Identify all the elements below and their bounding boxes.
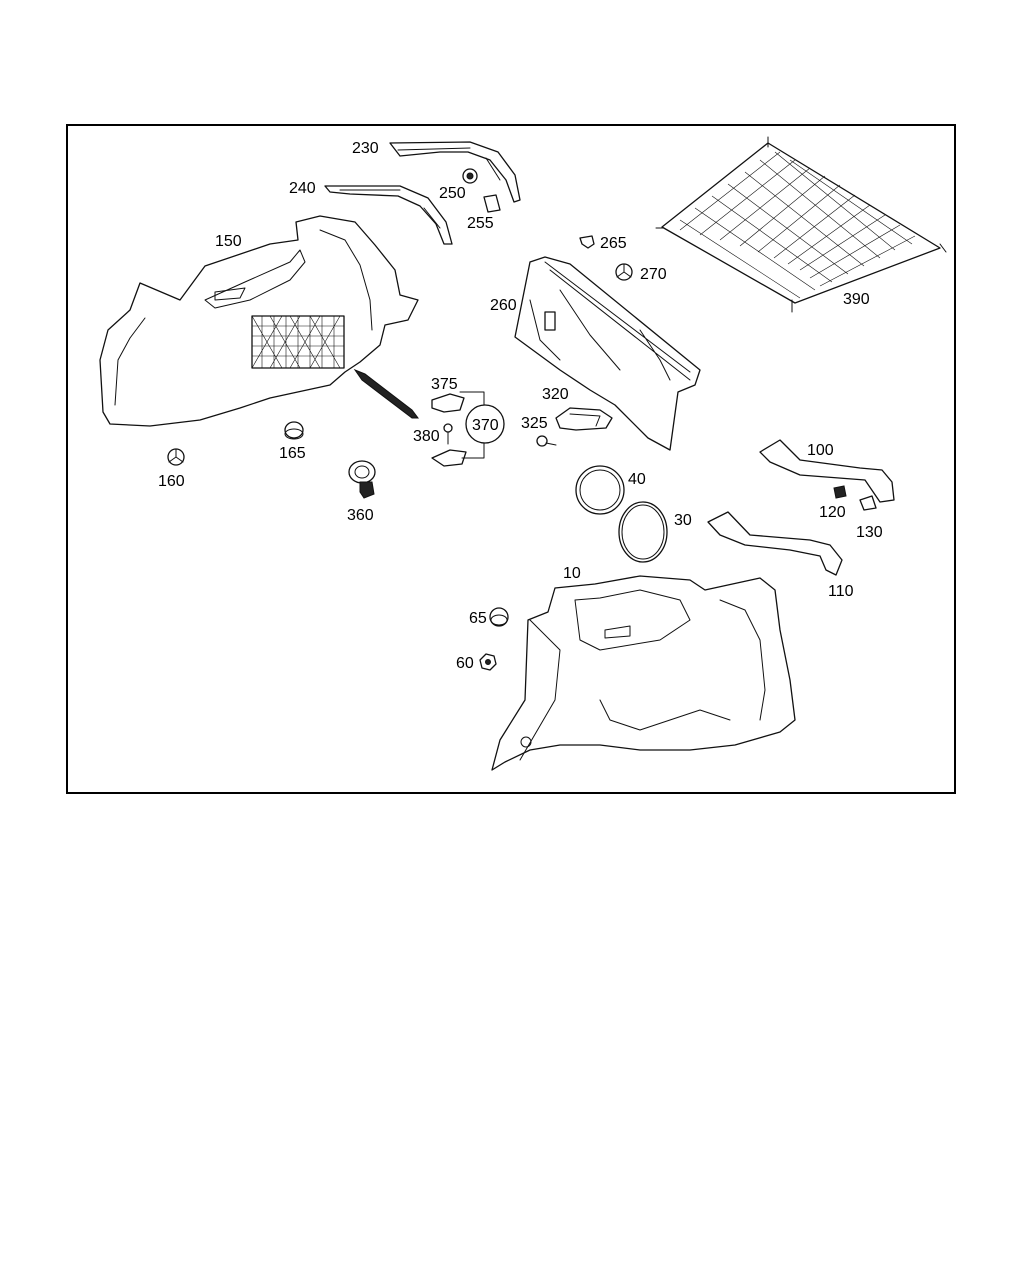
callout-30: 30 (674, 512, 692, 529)
part-165-plug[interactable] (284, 421, 304, 440)
callout-255: 255 (467, 215, 494, 232)
callout-150: 150 (215, 233, 242, 250)
callout-370-circle (465, 404, 505, 444)
part-390-cargo-net[interactable] (655, 136, 947, 313)
part-30-seal-ring[interactable] (618, 501, 668, 563)
callout-250: 250 (439, 185, 466, 202)
part-255-clip[interactable] (483, 194, 501, 213)
diagram-frame (66, 124, 956, 794)
part-65-plug[interactable] (489, 607, 509, 627)
callout-380: 380 (413, 428, 440, 445)
part-230-trim-strip[interactable] (389, 141, 521, 203)
callout-325: 325 (521, 415, 548, 432)
callout-labels: 230 240 250 255 150 265 270 260 390 375 … (158, 140, 883, 672)
part-250-clip[interactable] (462, 168, 478, 184)
callout-270: 270 (640, 266, 667, 283)
callout-60: 60 (456, 655, 474, 672)
callout-165: 165 (279, 445, 306, 462)
part-360-lashing-eye[interactable] (348, 460, 376, 499)
part-320-hinge-bracket[interactable] (555, 407, 613, 431)
part-120-clip[interactable] (833, 485, 847, 499)
callout-390: 390 (843, 291, 870, 308)
callout-230: 230 (352, 140, 379, 157)
callout-160: 160 (158, 473, 185, 490)
part-265-clip[interactable] (579, 235, 595, 249)
part-260-rear-panel[interactable] (514, 256, 701, 451)
part-380-screw[interactable] (443, 423, 453, 445)
callout-265: 265 (600, 235, 627, 252)
part-240-trim-strip[interactable] (324, 185, 453, 245)
part-375-bracket[interactable] (431, 393, 465, 413)
callout-65: 65 (469, 610, 487, 627)
callout-360: 360 (347, 507, 374, 524)
callout-375: 375 (431, 376, 458, 393)
callout-100: 100 (807, 442, 834, 459)
callout-40: 40 (628, 471, 646, 488)
callout-370: 370 (472, 417, 499, 434)
callout-10: 10 (563, 565, 581, 582)
part-325-screw[interactable] (536, 435, 557, 447)
callout-130: 130 (856, 524, 883, 541)
part-60-nut[interactable] (479, 653, 497, 671)
part-130-clip[interactable] (859, 495, 877, 511)
part-110-trim-strip[interactable] (707, 511, 843, 576)
part-270-clip[interactable] (615, 263, 633, 281)
callout-110: 110 (828, 583, 854, 600)
part-100-trim-strip[interactable] (759, 439, 895, 503)
callout-260: 260 (490, 297, 517, 314)
part-370-lower-bracket[interactable] (431, 449, 467, 467)
part-40-cover-disc[interactable] (575, 465, 625, 515)
part-10-side-trim-panel[interactable] (491, 575, 796, 771)
callout-240: 240 (289, 180, 316, 197)
part-160-clip[interactable] (167, 448, 185, 466)
callout-120: 120 (819, 504, 846, 521)
part-150-side-trim-panel[interactable] (99, 215, 419, 427)
callout-320: 320 (542, 386, 569, 403)
